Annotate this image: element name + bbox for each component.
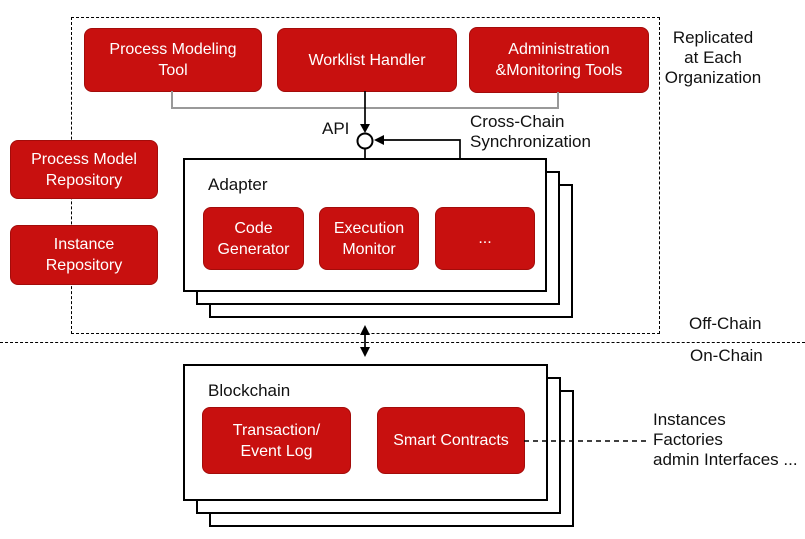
- off-chain-label: Off-Chain: [689, 314, 762, 333]
- adapter-title: Adapter: [208, 175, 268, 194]
- transaction-event-log-box: Transaction/ Event Log: [202, 407, 351, 474]
- replicated-at-each-organization-label: Replicated at Each Organization: [664, 28, 762, 87]
- blockchain-title: Blockchain: [208, 381, 291, 400]
- cross-chain-synchronization-label: Cross-Chain Synchronization: [470, 112, 591, 151]
- administration-monitoring-tools-box: Administration &Monitoring Tools: [469, 27, 649, 93]
- onchain-arrowhead-down: [360, 347, 370, 357]
- code-generator-box: Code Generator: [203, 207, 304, 270]
- adapter-ellipsis-box: ...: [435, 207, 535, 270]
- process-model-repository-box: Process Model Repository: [10, 140, 158, 199]
- on-chain-label: On-Chain: [690, 346, 763, 365]
- process-modeling-tool-box: Process Modeling Tool: [84, 28, 262, 92]
- api-label: API: [322, 119, 350, 138]
- worklist-handler-box: Worklist Handler: [277, 28, 457, 92]
- instance-repository-box: Instance Repository: [10, 225, 158, 285]
- instances-factories-admin-label: Instances Factories admin Interfaces ...: [653, 410, 798, 469]
- execution-monitor-box: Execution Monitor: [319, 207, 419, 270]
- smart-contracts-box: Smart Contracts: [377, 407, 525, 474]
- offchain-onchain-separator: [0, 342, 805, 343]
